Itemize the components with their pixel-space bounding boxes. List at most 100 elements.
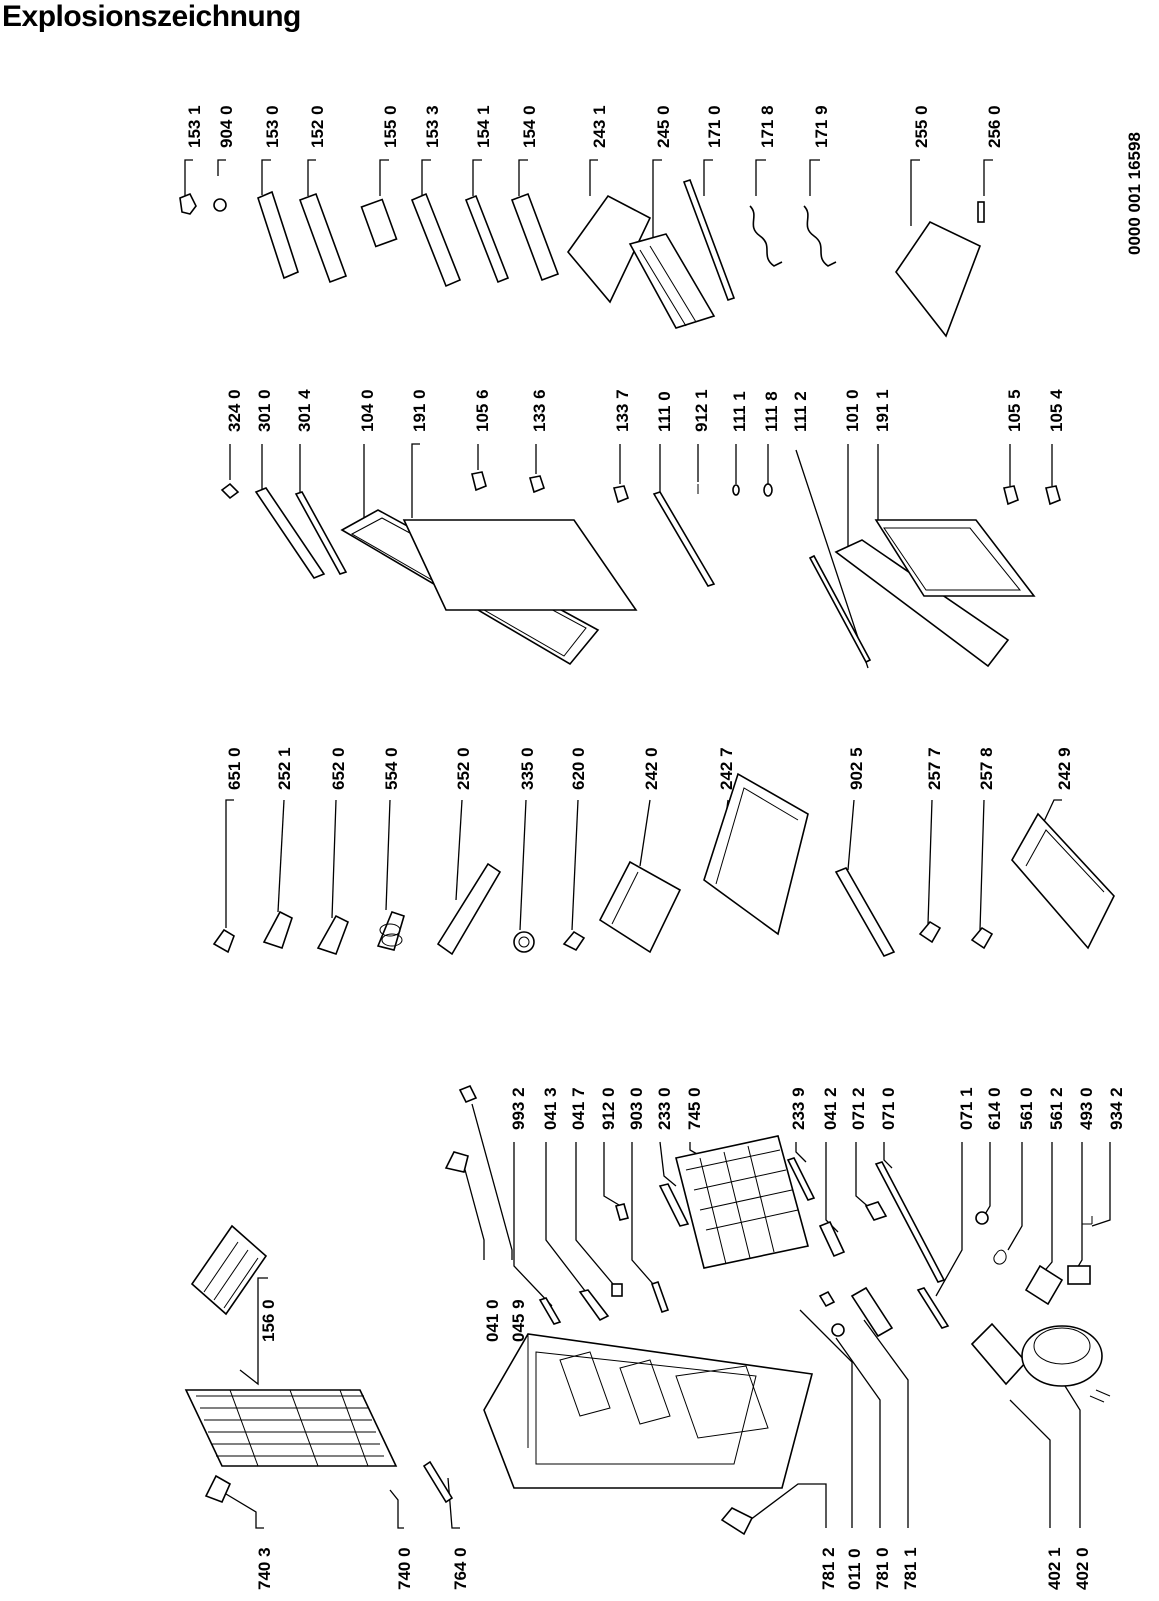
label-1040: 104 0 [358,389,377,432]
part-9040-washer [213,198,227,212]
col2-labels: 041 0 045 9 993 2 041 3 041 7 912 0 903 … [483,1087,1126,1342]
label-7640: 764 0 [451,1547,470,1590]
col1-labels: 740 3 740 0 764 0 156 0 781 2 011 0 781 … [255,1299,1092,1590]
label-0711: 071 1 [957,1087,976,1130]
label-6510: 651 0 [225,747,244,790]
part-3010-handle [254,487,326,579]
part-6510-lamp [212,928,235,954]
label-5610: 561 0 [1017,1087,1036,1130]
label-1560: 156 0 [259,1299,278,1342]
part-7400-condenser [184,1389,398,1467]
part-0710-channel [874,1161,946,1283]
label-4020: 402 0 [1073,1547,1092,1590]
part-9932-tube [538,1297,562,1325]
part-1110-door-strip [652,491,716,587]
label-9040: 904 0 [217,105,236,148]
part-2420-small-box [598,860,682,954]
part-6140-grommet [975,1211,989,1225]
part-4930-box [1067,1265,1091,1285]
label-1336: 133 6 [530,389,549,432]
label-4930: 493 0 [1077,1087,1096,1130]
label-3010: 301 0 [255,389,274,432]
part-7810-grommet [818,1290,836,1308]
label-7810: 781 0 [873,1547,892,1590]
part-9025-cover-strip [834,866,896,958]
part-7812-plate [850,1286,894,1338]
part-1718-bottle-holder [749,205,783,267]
part-0712-cap [864,1201,888,1221]
part-1911-freezer-gasket [874,519,1036,597]
label-3014: 301 4 [295,389,314,432]
part-2429-drawer [1011,812,1115,950]
label-0410: 041 0 [483,1299,502,1342]
part-0412-bracket [818,1220,846,1258]
label-4021: 402 1 [1045,1547,1064,1590]
part-7450-evaporator [675,1135,809,1269]
part-1531-screw [179,192,197,215]
part-1910-door-gasket [402,519,638,611]
label-5540: 554 0 [382,747,401,790]
label-1541: 154 1 [474,105,493,148]
label-9932: 993 2 [509,1087,528,1130]
label-2339: 233 9 [789,1087,808,1130]
label-7811: 781 1 [901,1547,920,1590]
part-6200-thermostat [562,930,586,952]
label-0459: 045 9 [509,1299,528,1342]
part-5612-relay [1024,1264,1064,1306]
part-2577-clip [918,920,942,944]
label-3240: 324 0 [225,389,244,432]
label-2577: 257 7 [925,747,944,790]
part-1056-hinge [471,471,487,492]
part-1560-ice-tray [190,1224,268,1316]
label-2550: 255 0 [912,105,931,148]
part-0417-clip [611,1283,623,1297]
label-1110: 111 0 [655,391,674,432]
part-9342-wire [1082,1216,1093,1225]
part-4021-cover [970,1322,1028,1386]
part-9120-screw [615,1203,629,1221]
label-1056: 105 6 [473,389,492,432]
label-9342: 934 2 [1107,1087,1126,1130]
part-3240-clip [220,482,240,500]
part-1550-egg-tray [360,198,398,248]
part-1719-bottle-holder [803,205,837,267]
part-1540-bottle-shelf [510,192,560,282]
col4-parts [220,471,1061,668]
label-1530: 153 0 [263,105,282,148]
part-7812-foot [720,1507,754,1536]
label-9121: 912 1 [692,389,711,432]
label-7400: 740 0 [395,1547,414,1590]
part-1054-hinge [1045,485,1061,506]
col3-leaders [225,799,1062,931]
part-4020-compressor [1021,1325,1103,1387]
label-1054: 105 4 [1047,389,1066,432]
part-2450-wire-rack [628,233,716,329]
part-0711-channel [916,1287,950,1329]
col1-parts [184,1224,1111,1536]
part-0459-plug [458,1084,478,1104]
label-1520: 152 0 [308,105,327,148]
label-1550: 155 0 [381,105,400,148]
label-7403: 740 3 [255,1547,274,1590]
part-1337-bracket [612,485,629,504]
label-2330: 233 0 [655,1087,674,1130]
part-1111-ring [732,484,740,496]
part-2520-thermostat-housing [436,862,502,956]
col3-parts [212,772,1115,958]
part-2431-glass-shelf [566,194,652,304]
label-1112: 111 2 [791,391,810,432]
label-1337: 133 7 [613,389,632,432]
part-2339-bar [786,1157,816,1201]
label-1531: 153 1 [185,105,204,148]
part-1010-freezer-door [834,539,1010,668]
label-2427: 242 7 [717,747,736,790]
label-1718: 171 8 [758,105,777,148]
label-6200: 620 0 [569,747,588,790]
label-2578: 257 8 [977,747,996,790]
part-7640-drier [422,1460,454,1504]
part-1541-bottle-guard [464,194,510,284]
label-1910: 191 0 [410,389,429,432]
label-9120: 912 0 [599,1087,618,1130]
part-1533-door-shelf [410,192,462,288]
